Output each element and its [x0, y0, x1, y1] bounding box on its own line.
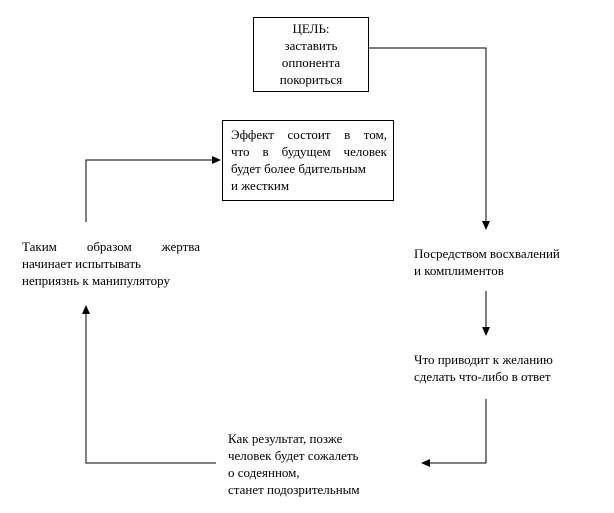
- connector-regret-to-victim: [85, 314, 216, 464]
- connector-victim-to-effect: [85, 159, 212, 222]
- praise-text-line-1: Посредством восхвалений: [414, 246, 560, 261]
- victim-text-line-2: начинает испытывать: [22, 256, 141, 271]
- effect-word: Эффект: [231, 127, 274, 142]
- effect-box: Эффект состоит в том, что в будущем чело…: [222, 120, 394, 201]
- desire-text-line-1: Что приводит к желанию: [414, 352, 553, 367]
- effect-word: что: [231, 144, 250, 159]
- victim-text: Таким образом жертва начинает испытывать…: [22, 238, 200, 289]
- effect-word: в: [344, 127, 351, 142]
- regret-text: Как результат, позже человек будет сожал…: [228, 430, 398, 498]
- desire-text-line-2: сделать что-либо в ответ: [414, 369, 551, 384]
- arrowhead-to-effect: [212, 156, 221, 164]
- effect-text-line-3: будет более бдительным: [231, 161, 366, 176]
- regret-text-line-4: станет подозрительным: [228, 482, 360, 497]
- arrowhead-to-desire: [482, 327, 490, 336]
- effect-word: в: [262, 144, 269, 159]
- effect-text-line-4: и жестким: [231, 178, 290, 193]
- regret-text-line-2: человек будет сожалеть: [228, 448, 359, 463]
- regret-text-line-1: Как результат, позже: [228, 431, 343, 446]
- goal-text-line-2: оппонента: [281, 55, 341, 70]
- effect-text-line-2: что в будущем человек: [231, 143, 387, 160]
- goal-title: ЦЕЛЬ:: [292, 21, 330, 36]
- arrowhead-to-regret: [421, 459, 430, 467]
- victim-text-line-1: Таким образом жертва: [22, 238, 200, 255]
- connector-goal-to-praise: [369, 47, 487, 221]
- effect-text-line-1: Эффект состоит в том,: [231, 126, 387, 143]
- arrowhead-to-praise: [482, 221, 490, 230]
- victim-word: жертва: [161, 239, 200, 254]
- praise-text-line-2: и комплиментов: [414, 263, 504, 278]
- connector-desire-to-regret: [430, 399, 487, 464]
- effect-word: состоит: [287, 127, 331, 142]
- desire-text: Что приводит к желанию сделать что-либо …: [414, 351, 584, 385]
- regret-text-line-3: о содеянном,: [228, 465, 300, 480]
- victim-word: Таким: [22, 239, 57, 254]
- effect-word: будущем: [281, 144, 331, 159]
- goal-text-line-3: покориться: [279, 72, 343, 87]
- goal-text-line-1: заставить: [284, 38, 338, 53]
- effect-word: том,: [363, 127, 387, 142]
- effect-word: человек: [343, 144, 387, 159]
- arrowhead-to-victim: [82, 305, 90, 314]
- victim-word: образом: [86, 239, 132, 254]
- goal-box: ЦЕЛЬ: заставить оппонента покориться: [253, 17, 369, 92]
- praise-text: Посредством восхвалений и комплиментов: [414, 245, 584, 279]
- victim-text-line-3: неприязнь к манипулятору: [22, 273, 170, 288]
